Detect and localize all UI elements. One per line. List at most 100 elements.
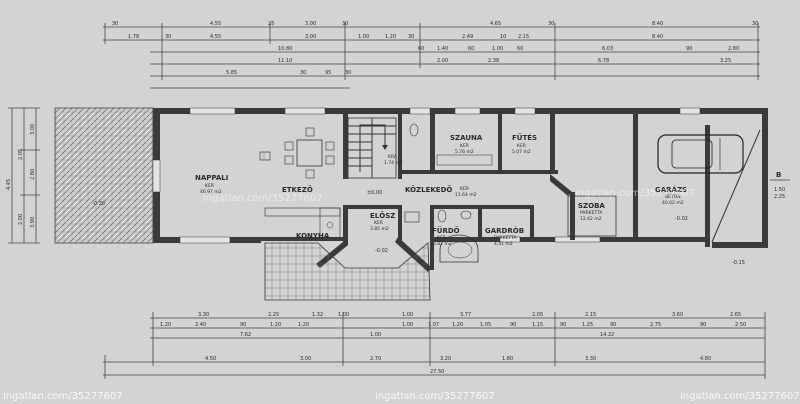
- left-dim-2: 3.90: [30, 217, 36, 228]
- room-nappali-name: NAPPALI: [195, 174, 228, 182]
- bottom-dim-row2-5: 1.00: [402, 322, 413, 328]
- top-dim-row4-0: 11.10: [278, 58, 292, 64]
- entry-terrace: -0.02: [264, 242, 431, 301]
- room-furdo-area: 6.82 m2: [433, 241, 452, 247]
- top-dim-row3-5: 60: [517, 46, 523, 52]
- bottom-dim-row2-2: 90: [240, 322, 246, 328]
- room-szauna-area: 5.76 m2: [455, 149, 474, 155]
- bottom-dim-row4-6: 4.80: [700, 356, 711, 362]
- room-szoba-floor: PARKETTA: [580, 210, 603, 216]
- bottom-dim-row2-12: 1.25: [582, 322, 593, 328]
- room-garazs-floor: BETON: [665, 194, 681, 200]
- bottom-dim-row1-1: 2.25: [268, 312, 279, 318]
- bottom-dim-row1-6: 2.05: [532, 312, 543, 318]
- watermarks: ingatlan.com/35277607 ingatlan.com/35277…: [3, 188, 800, 402]
- bottom-dim-row4-1: 3.00: [300, 356, 311, 362]
- top-dim-row3-3: 60: [468, 46, 474, 52]
- bottom-dim-row2-15: 90: [700, 322, 706, 328]
- room-eloter-name: ELŐSZ: [370, 211, 395, 220]
- bottom-dim-row1-7: 2.15: [585, 312, 596, 318]
- top-dim-row1-5: 4.65: [490, 21, 501, 27]
- room-nappali-floor: KER: [205, 183, 214, 189]
- top-dim-row4-3: 6.78: [598, 58, 609, 64]
- top-dim-row3-2: 1.40: [437, 46, 448, 52]
- bottom-dim-row1-4: 1.00: [402, 312, 413, 318]
- top-dim-row2-1: 30: [165, 34, 171, 40]
- level-terrace-left: -0.30: [92, 201, 105, 207]
- level-outside: -0.15: [732, 260, 745, 266]
- bottom-dim-row1-3: 1.00: [338, 312, 349, 318]
- watermark-center: ingatlan.com/35277607: [203, 193, 323, 204]
- bottom-dim-row2-13: 90: [610, 322, 616, 328]
- top-dim-row2-4: 1.00: [358, 34, 369, 40]
- top-dim-row5-1: 30: [300, 70, 306, 76]
- bottom-dim-row5-0: 27.50: [430, 369, 444, 375]
- bottom-dimensions: 3.30 2.25 1.32 1.00 1.00 3.77 2.05 2.15 …: [103, 312, 766, 379]
- room-garazs-area: 40.62 m2: [662, 200, 684, 206]
- watermark-bottom-center: ingatlan.com/35277607: [375, 391, 495, 402]
- top-dim-row3-4: 1.00: [492, 46, 503, 52]
- bottom-dim-row2-16: 2.50: [735, 322, 746, 328]
- right-dim-0: 1.50: [774, 187, 785, 193]
- bottom-dim-row1-2: 1.32: [312, 312, 323, 318]
- section-mark-b: B: [776, 171, 781, 179]
- left-dimensions: 3.00 2.80 3.90 2.05 2.00 4.45: [6, 107, 40, 244]
- bottom-dim-row2-10: 1.15: [532, 322, 543, 328]
- room-kozlekedo-name: KÖZLEKEDŐ: [405, 185, 452, 194]
- room-szauna-floor: KER: [460, 143, 469, 149]
- room-szoba-area: 12.42 m2: [580, 216, 602, 222]
- top-dim-row2-8: 10: [500, 34, 506, 40]
- bottom-dim-row3-0: 7.62: [240, 332, 251, 338]
- top-dim-row2-6: 30: [408, 34, 414, 40]
- watermark-bottom-left: ingatlan.com/35277607: [3, 391, 123, 402]
- bottom-dim-row3-2: 14.22: [600, 332, 614, 338]
- top-dim-row1-4: 30: [342, 21, 348, 27]
- bottom-dim-row2-4: 1.20: [298, 322, 309, 328]
- left-dim-5: 4.45: [6, 179, 12, 190]
- room-futes-floor: KER: [517, 143, 526, 149]
- staircase: [347, 117, 397, 179]
- top-dim-row1-7: 8.40: [652, 21, 663, 27]
- room-labels: NAPPALI KER 46.97 m2 ETKEZŐ KONYHA KRA 1…: [195, 133, 781, 266]
- top-dim-row4-1: 2.00: [437, 58, 448, 64]
- room-kozlekedo-area: 11.64 m2: [455, 192, 477, 198]
- room-furdo-floor: KER: [437, 235, 446, 241]
- outer-walls: [152, 107, 768, 248]
- top-dim-row2-5: 1.20: [385, 34, 396, 40]
- bottom-dim-row4-3: 3.20: [440, 356, 451, 362]
- bottom-dim-row4-0: 4.50: [205, 356, 216, 362]
- bottom-dim-row2-9: 90: [510, 322, 516, 328]
- left-dim-1: 2.80: [30, 169, 36, 180]
- top-dimensions: 30 4.55 25 3.00 30 4.65 30 8.40 30 1.78 …: [103, 21, 760, 89]
- bottom-dim-row1-8: 3.60: [672, 312, 683, 318]
- bottom-dim-row2-8: 1.05: [480, 322, 491, 328]
- top-dim-row2-3: 3.00: [305, 34, 316, 40]
- bottom-dim-row2-1: 2.40: [195, 322, 206, 328]
- bottom-dim-row4-2: 2.70: [370, 356, 381, 362]
- top-dim-row4-4: 3.25: [720, 58, 731, 64]
- watermark-bottom-right: ingatlan.com/35277607: [680, 391, 800, 402]
- bottom-dim-row2-14: 2.75: [650, 322, 661, 328]
- top-dim-row3-6: 6.03: [602, 46, 613, 52]
- top-dim-row2-0: 1.78: [128, 34, 139, 40]
- top-dim-row1-6: 30: [548, 21, 554, 27]
- room-kamra-area: 1.74 m2: [384, 160, 403, 166]
- top-dim-row5-0: 5.85: [226, 70, 237, 76]
- top-dim-row1-2: 25: [268, 21, 274, 27]
- room-etkezo-name: ETKEZŐ: [282, 185, 313, 194]
- top-dim-row3-7: 90: [686, 46, 692, 52]
- bottom-dim-row2-11: 90: [560, 322, 566, 328]
- level-main: ±0.00: [367, 190, 382, 196]
- room-eloter-floor: KER: [374, 220, 383, 226]
- room-szoba-name: SZOBA: [578, 202, 605, 210]
- room-szauna-name: SZAUNA: [450, 134, 483, 142]
- top-dim-row2-10: 8.40: [652, 34, 663, 40]
- bottom-dim-row2-0: 1.20: [160, 322, 171, 328]
- bottom-dim-row3-1: 1.00: [370, 332, 381, 338]
- room-furdo-name: FÜRDŐ: [432, 226, 460, 235]
- top-dim-row3-0: 10.80: [278, 46, 292, 52]
- watermark-right: ingatlan.com/35277607: [575, 188, 695, 199]
- bottom-dim-row2-6: 1.07: [428, 322, 439, 328]
- bottom-dim-row4-4: 1.80: [502, 356, 513, 362]
